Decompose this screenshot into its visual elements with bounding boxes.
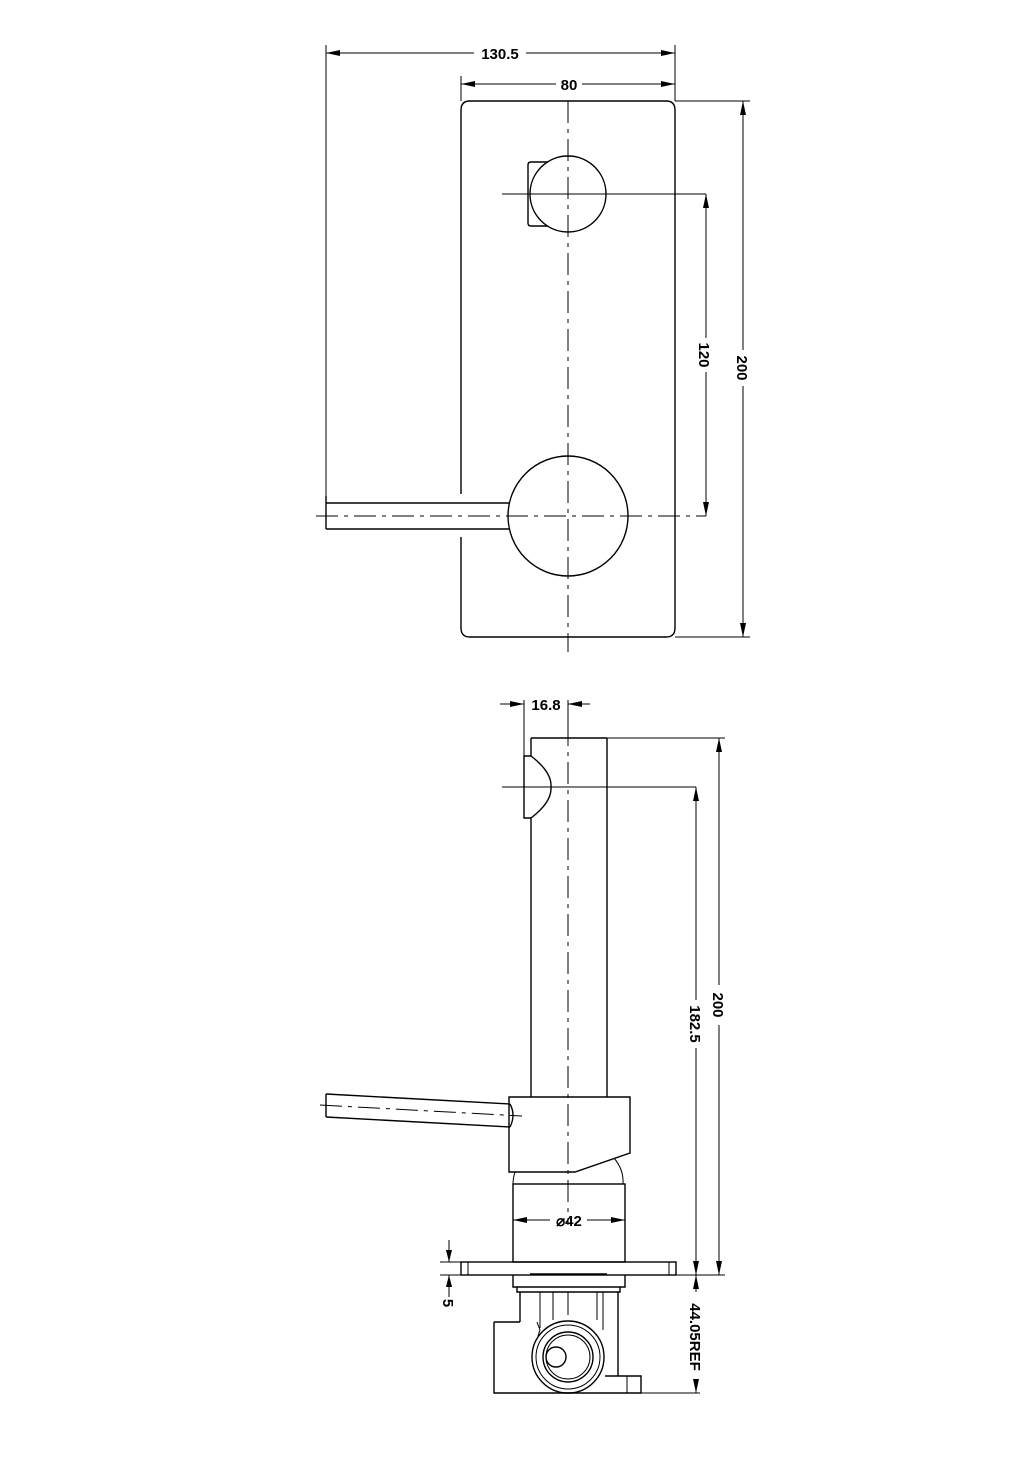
dim-rough-in-depth: 44.05REF	[641, 1275, 703, 1394]
dim-center-height: 182.5	[686, 787, 703, 1275]
dim-plate-height-label: 200	[733, 355, 750, 380]
wall-plate	[460, 1261, 677, 1276]
dim-center-spacing: 120	[695, 194, 712, 516]
dim-plate-width-label: 80	[561, 77, 578, 94]
dim-diverter-projection: 16.8	[500, 697, 590, 756]
dim-plate-height: 200	[675, 100, 750, 638]
dim-overall-height: 200	[607, 737, 726, 1276]
dim-body-diameter: ⌀42	[513, 1213, 625, 1230]
dim-plate-width: 80	[460, 76, 675, 101]
side-view: 16.8 ⌀42	[319, 697, 726, 1394]
dim-overall-width-label: 130.5	[481, 46, 519, 63]
side-lever	[319, 1093, 523, 1128]
diverter-knob	[502, 155, 706, 233]
dim-plate-thickness-label: 5	[439, 1299, 456, 1307]
dim-center-spacing-label: 120	[695, 342, 712, 367]
body-tube	[530, 737, 608, 1097]
dim-center-height-label: 182.5	[686, 1005, 703, 1043]
front-view: 130.5 80 200 120	[316, 45, 750, 652]
dim-body-diameter-label: ⌀42	[556, 1213, 582, 1230]
dim-overall-height-label: 200	[709, 992, 726, 1017]
dim-overall-width: 130.5	[325, 45, 676, 496]
front-lever	[325, 496, 510, 530]
handle-block	[508, 1096, 631, 1185]
side-diverter-knob	[502, 755, 696, 819]
valve-body	[493, 1275, 642, 1394]
front-plate	[460, 100, 676, 638]
dim-plate-thickness: 5	[439, 1240, 461, 1307]
dim-rough-in-depth-label: 44.05REF	[686, 1303, 703, 1371]
dim-diverter-projection-label: 16.8	[531, 697, 560, 714]
